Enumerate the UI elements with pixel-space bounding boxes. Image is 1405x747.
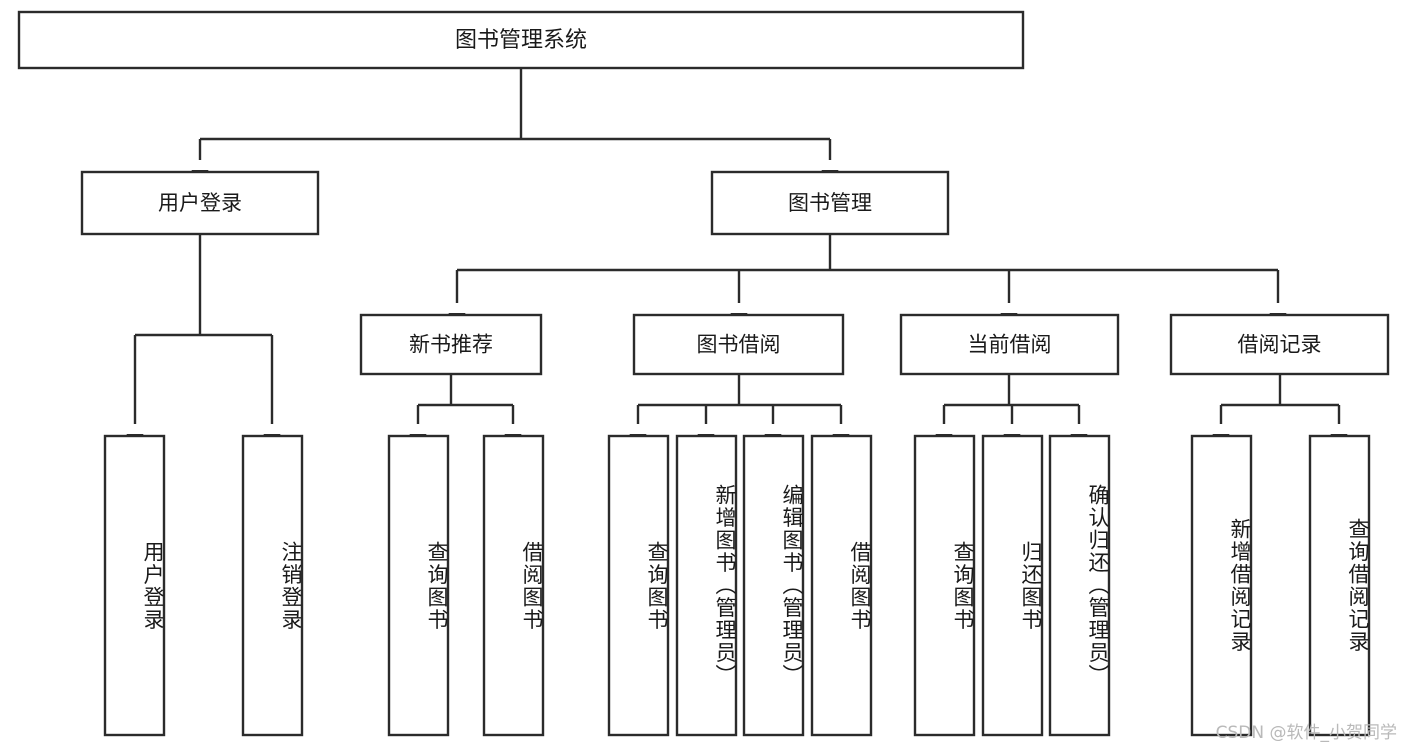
leaf-node-8-box[interactable] <box>913 434 976 737</box>
node-level2-0-用户登录-box[interactable] <box>80 170 320 236</box>
node-level3-1-图书借阅-label: 图书借阅 <box>697 333 781 357</box>
leaf-node-2-box[interactable] <box>387 434 450 737</box>
connectors-layer <box>133 68 1341 424</box>
leaf-node-6-box[interactable] <box>742 434 805 737</box>
leaf-node-1-box[interactable] <box>241 434 304 737</box>
node-level2-1-图书管理-label: 图书管理 <box>788 191 872 215</box>
leaf-node-5-box[interactable] <box>675 434 738 737</box>
node-level3-0-新书推荐-label: 新书推荐 <box>409 333 493 357</box>
leaf-node-3-box[interactable] <box>482 434 545 737</box>
node-root-图书管理系统-box[interactable] <box>17 10 1025 70</box>
node-level3-3-借阅记录-box[interactable] <box>1169 313 1390 376</box>
leaf-node-0-box[interactable] <box>103 434 166 737</box>
leaf-node-12-box[interactable] <box>1308 434 1371 737</box>
node-level3-1-图书借阅-box[interactable] <box>632 313 845 376</box>
leaf-node-7-box[interactable] <box>810 434 873 737</box>
node-root-图书管理系统-label: 图书管理系统 <box>455 28 587 53</box>
node-boxes-layer <box>17 10 1390 737</box>
leaf-node-4-box[interactable] <box>607 434 670 737</box>
leaf-node-10-box[interactable] <box>1048 434 1111 737</box>
leaf-node-9-box[interactable] <box>981 434 1044 737</box>
node-level3-2-当前借阅-box[interactable] <box>899 313 1120 376</box>
node-level2-0-用户登录-label: 用户登录 <box>158 191 242 215</box>
watermark-text: CSDN @软件_小贺同学 <box>1215 723 1397 743</box>
node-level3-0-新书推荐-box[interactable] <box>359 313 543 376</box>
node-level3-3-借阅记录-label: 借阅记录 <box>1238 333 1322 357</box>
node-level2-1-图书管理-box[interactable] <box>710 170 950 236</box>
leaf-node-11-box[interactable] <box>1190 434 1253 737</box>
node-level3-2-当前借阅-label: 当前借阅 <box>968 333 1052 357</box>
